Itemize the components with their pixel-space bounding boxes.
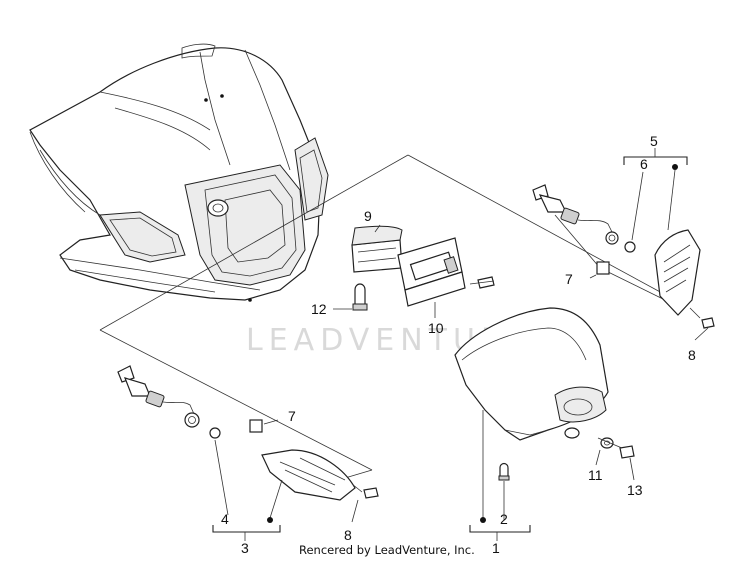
callout-13: 13	[627, 482, 643, 498]
main-lamp-assembly	[454, 307, 635, 541]
callout-7-left: 7	[288, 408, 296, 424]
callout-12: 12	[311, 301, 327, 317]
callouts: 1 2 3 4 5 6 7 7 8 8 9 10 11 12 13	[221, 133, 696, 556]
marker-lamp-assembly	[333, 224, 495, 318]
render-credit: Rencered by LeadVenture, Inc.	[299, 543, 475, 557]
assembly-guide-lines	[99, 154, 676, 479]
clip-7-left	[249, 419, 263, 433]
callout-8-left: 8	[344, 527, 352, 543]
callout-7-right: 7	[565, 271, 573, 287]
callout-6: 6	[640, 156, 648, 172]
callout-2: 2	[500, 511, 508, 527]
callout-8-right: 8	[688, 347, 696, 363]
hood-body	[29, 43, 329, 302]
callout-1: 1	[492, 540, 500, 556]
callout-4: 4	[221, 511, 229, 527]
callout-3: 3	[241, 540, 249, 556]
right-headlight-assembly	[532, 148, 715, 341]
callout-10: 10	[428, 320, 444, 336]
callout-9: 9	[364, 208, 372, 224]
callout-5: 5	[650, 133, 658, 149]
callout-11: 11	[588, 467, 603, 483]
clip-7-right	[596, 261, 610, 275]
left-headlight-assembly	[117, 365, 379, 541]
